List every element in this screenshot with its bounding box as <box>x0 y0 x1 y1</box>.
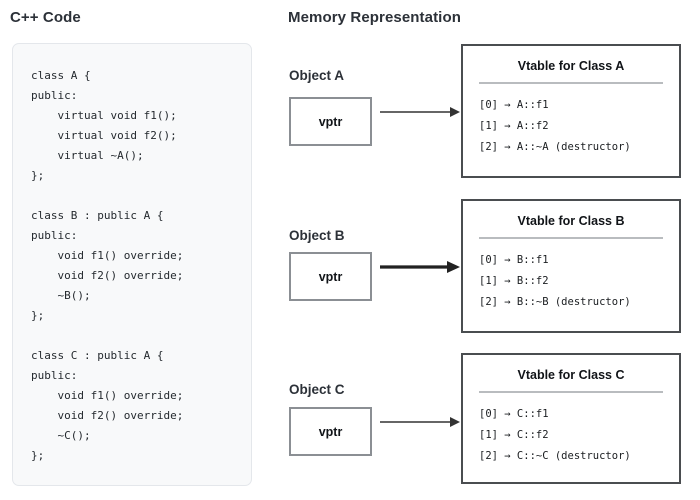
vtable-a-title: Vtable for Class A <box>517 59 625 73</box>
object-c-label: Object C <box>289 382 345 397</box>
page-title-cpp-code: C++ Code <box>10 9 81 26</box>
cpp-source-code: class A { public: virtual void f1(); vir… <box>31 69 184 462</box>
arrow-right-thin-icon-c <box>380 417 460 427</box>
vtable-a-entries: [0] → A::f1 [1] → A::f2 [2] → A::~A (des… <box>479 99 631 153</box>
vtable-b-divider <box>479 237 663 239</box>
arrow-right-thick-icon-b <box>380 261 460 273</box>
vtable-class-c: Vtable for Class C [0] → C::f1 [1] → C::… <box>461 353 681 484</box>
vtable-c-title: Vtable for Class C <box>517 368 625 382</box>
vptr-label: vptr <box>318 424 343 439</box>
vtable-class-b: Vtable for Class B [0] → B::f1 [1] → B::… <box>461 199 681 333</box>
vptr-label: vptr <box>318 114 343 129</box>
object-b-label: Object B <box>289 228 345 243</box>
vptr-label: vptr <box>318 269 343 284</box>
vtable-a-divider <box>479 82 663 84</box>
vtable-class-a: Vtable for Class A [0] → A::f1 [1] → A::… <box>461 44 681 178</box>
object-b-vptr-box: vptr <box>289 252 372 301</box>
code-panel: class A { public: virtual void f1(); vir… <box>12 43 252 486</box>
vtable-b-entries: [0] → B::f1 [1] → B::f2 [2] → B::~B (des… <box>479 254 631 308</box>
object-a-vptr-box: vptr <box>289 97 372 146</box>
vtable-b-title: Vtable for Class B <box>517 214 625 228</box>
vtable-c-entries: [0] → C::f1 [1] → C::f2 [2] → C::~C (des… <box>479 408 631 462</box>
page-title-memory-representation: Memory Representation <box>288 9 461 26</box>
arrow-right-thin-icon-a <box>380 107 460 117</box>
object-c-vptr-box: vptr <box>289 407 372 456</box>
vtable-c-divider <box>479 391 663 393</box>
object-a-label: Object A <box>289 68 345 83</box>
